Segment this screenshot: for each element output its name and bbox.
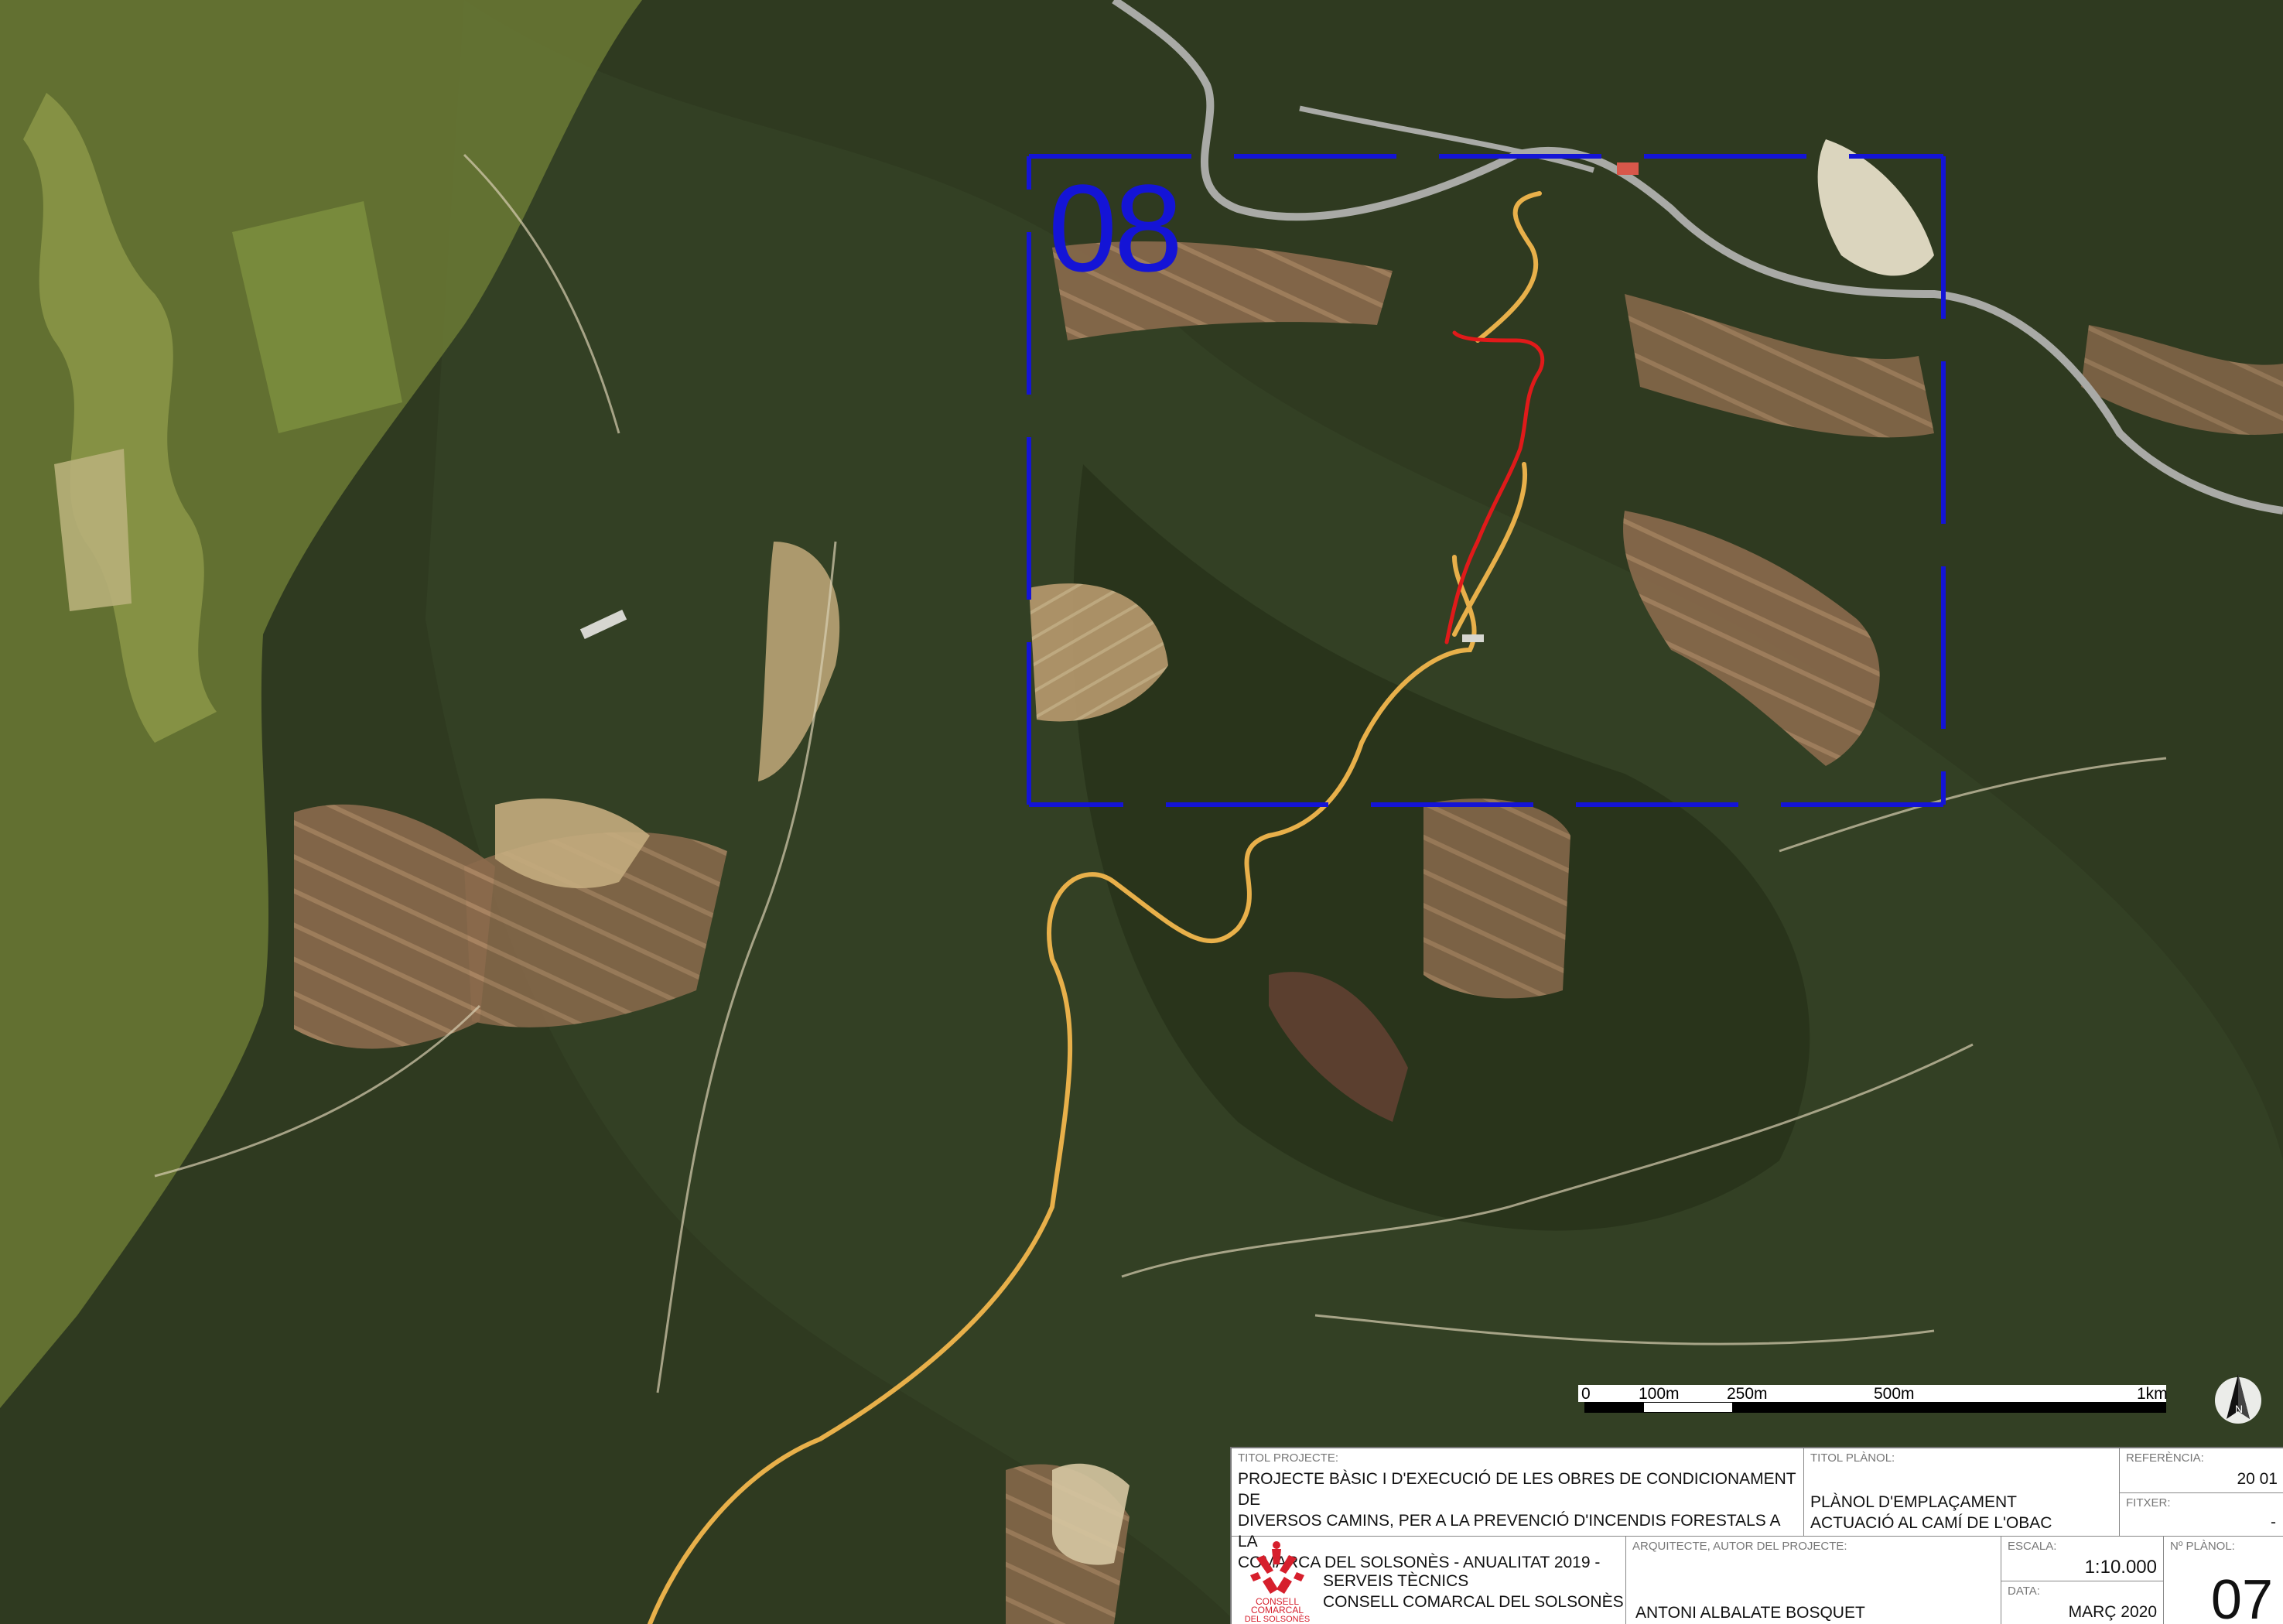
project-title: PROJECTE BÀSIC I D'EXECUCIÓ DE LES OBRES… bbox=[1238, 1468, 1803, 1573]
file-cell: FITXER: - bbox=[2120, 1493, 2283, 1537]
scale-bar-ruler bbox=[1584, 1402, 2166, 1413]
project-title-line-1: PROJECTE BÀSIC I D'EXECUCIÓ DE LES OBRES… bbox=[1238, 1470, 1796, 1509]
logo-text-line-2: COMARCAL bbox=[1251, 1605, 1304, 1615]
logo-text-line-3: DEL SOLSONÈS bbox=[1245, 1614, 1311, 1623]
logo-text-line-1: CONSELL bbox=[1256, 1596, 1299, 1607]
file-value: - bbox=[2271, 1513, 2276, 1531]
ploughed-field bbox=[294, 804, 495, 1049]
date-caption: DATA: bbox=[2008, 1585, 2040, 1598]
scale-value: 1:10.000 bbox=[2084, 1557, 2157, 1578]
file-caption: FITXER: bbox=[2126, 1496, 2171, 1509]
plan-number: 07 bbox=[2210, 1569, 2273, 1624]
scale-label-250m: 250m bbox=[1727, 1385, 1768, 1403]
farm-building bbox=[579, 609, 627, 640]
date-value: MARÇ 2020 bbox=[2068, 1603, 2157, 1621]
scale-label-100m: 100m bbox=[1639, 1385, 1680, 1403]
quarry bbox=[1817, 139, 1934, 276]
dirt-tracks bbox=[154, 153, 2167, 1393]
dry-field bbox=[1029, 583, 1168, 722]
project-title-caption: TITOL PROJECTE: bbox=[1238, 1451, 1339, 1465]
farm-building bbox=[1617, 162, 1639, 175]
road-cami-obac bbox=[648, 191, 1542, 1624]
architect-cell: ARQUITECTE, AUTOR DEL PROJECTE: ANTONI A… bbox=[1626, 1537, 2001, 1624]
north-arrow-label: N bbox=[2235, 1403, 2243, 1415]
plan-number-caption: Nº PLÀNOL: bbox=[2170, 1540, 2235, 1553]
reference-value: 20 01 bbox=[2237, 1470, 2278, 1488]
organization-name: SERVEIS TÈCNICS CONSELL COMARCAL DEL SOL… bbox=[1323, 1571, 1624, 1612]
scale-caption: ESCALA: bbox=[2008, 1540, 2057, 1553]
scale-bar-label-strip bbox=[1578, 1385, 2166, 1402]
ploughed-field bbox=[1052, 241, 1393, 340]
field-patch bbox=[232, 201, 402, 433]
scale-bar: 0 100m 250m 500m 1km bbox=[1578, 1385, 2168, 1416]
detail-frame-08[interactable] bbox=[1027, 154, 1946, 807]
plan-title-line-1: PLÀNOL D'EMPLAÇAMENT bbox=[1810, 1493, 2017, 1511]
scale-label-500m: 500m bbox=[1874, 1385, 1915, 1403]
scale-label-0: 0 bbox=[1581, 1385, 1591, 1403]
architect-caption: ARQUITECTE, AUTOR DEL PROJECTE: bbox=[1632, 1540, 1847, 1553]
plan-title: PLÀNOL D'EMPLAÇAMENT ACTUACIÓ AL CAMÍ DE… bbox=[1810, 1492, 2052, 1533]
agricultural-fields-west bbox=[23, 93, 217, 743]
reference-cell: REFERÈNCIA: 20 01 bbox=[2120, 1448, 2283, 1493]
project-title-line-3: COMARCA DEL SOLSONÈS - ANUALITAT 2019 - bbox=[1238, 1554, 1601, 1571]
organization-line-1: SERVEIS TÈCNICS bbox=[1323, 1572, 1469, 1590]
scale-cell: ESCALA: 1:10.000 bbox=[2001, 1537, 2164, 1581]
plan-title-caption: TITOL PLÀNOL: bbox=[1810, 1451, 1895, 1465]
reference-caption: REFERÈNCIA: bbox=[2126, 1451, 2204, 1465]
project-title-line-2: DIVERSOS CAMINS, PER A LA PREVENCIÓ D'IN… bbox=[1238, 1512, 1780, 1550]
organization-cell: CONSELL COMARCAL DEL SOLSONÈS SERVEIS TÈ… bbox=[1232, 1537, 1626, 1624]
scale-label-1km: 1km bbox=[2137, 1385, 2168, 1403]
dry-field bbox=[1052, 1463, 1130, 1565]
ploughed-field bbox=[2081, 325, 2283, 435]
plan-number-cell: Nº PLÀNOL: 07 bbox=[2164, 1537, 2283, 1624]
organization-line-2: CONSELL COMARCAL DEL SOLSONÈS bbox=[1323, 1593, 1624, 1611]
title-block: TITOL PROJECTE: PROJECTE BÀSIC I D'EXECU… bbox=[1230, 1447, 2283, 1624]
ploughed-field bbox=[1625, 294, 1934, 438]
plan-title-cell: TITOL PLÀNOL: PLÀNOL D'EMPLAÇAMENT ACTUA… bbox=[1804, 1448, 2120, 1537]
architect-name: ANTONI ALBALATE BOSQUET bbox=[1635, 1604, 1865, 1622]
road-action-section bbox=[1444, 330, 1545, 644]
dry-field bbox=[495, 798, 650, 889]
consell-comarcal-logo: CONSELL COMARCAL DEL SOLSONÈS bbox=[1245, 1541, 1311, 1623]
north-arrow-icon: N bbox=[2215, 1374, 2261, 1424]
ploughed-field bbox=[464, 832, 727, 1027]
dry-field bbox=[758, 542, 840, 781]
field-patch bbox=[54, 449, 132, 611]
date-cell: DATA: MARÇ 2020 bbox=[2001, 1581, 2164, 1624]
project-title-cell: TITOL PROJECTE: PROJECTE BÀSIC I D'EXECU… bbox=[1232, 1448, 1804, 1571]
plan-title-line-2: ACTUACIÓ AL CAMÍ DE L'OBAC bbox=[1810, 1514, 2052, 1532]
ploughed-field bbox=[1623, 511, 1880, 766]
frame-label-08: 08 bbox=[1048, 159, 1183, 297]
ploughed-field bbox=[1269, 972, 1408, 1122]
farm-building bbox=[1462, 634, 1484, 642]
highway-link bbox=[1299, 105, 1595, 173]
ploughed-field bbox=[1423, 798, 1570, 999]
